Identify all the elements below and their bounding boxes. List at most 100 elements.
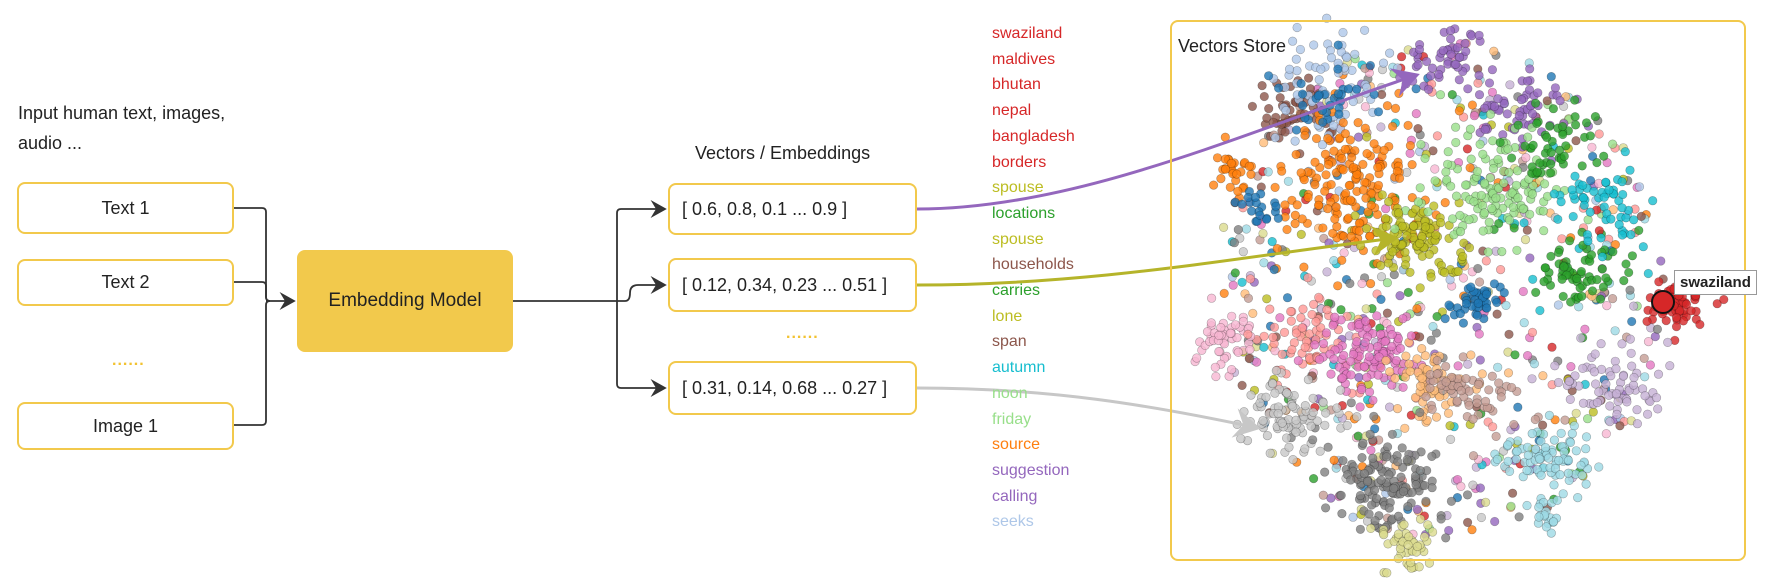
vector-point [1359, 25, 1370, 35]
vector-box-1: [ 0.6, 0.8, 0.1 ... 0.9 ] [668, 183, 917, 235]
vector-point [1671, 313, 1682, 323]
vector-point [1570, 95, 1580, 105]
vector-point [1216, 174, 1226, 184]
vector-point [1492, 297, 1502, 308]
vector-point [1350, 49, 1360, 59]
vector-point [1361, 193, 1371, 203]
vector-point [1579, 200, 1589, 210]
vector-point [1382, 101, 1392, 111]
vector-point [1561, 141, 1571, 151]
vector-point [1257, 80, 1267, 91]
vector-point [1439, 267, 1450, 278]
vector-point [1456, 481, 1466, 492]
vector-point [1355, 402, 1365, 412]
vector-point [1601, 429, 1611, 439]
vector-point [1473, 298, 1483, 308]
vector-point [1489, 101, 1500, 111]
vector-point [1455, 309, 1465, 319]
vector-point [1627, 316, 1637, 327]
vector-point [1507, 188, 1517, 198]
vector-point [1472, 166, 1482, 176]
vector-point [1712, 299, 1722, 309]
vector-point [1481, 289, 1492, 299]
vector-point [1426, 272, 1436, 282]
vector-point [1400, 247, 1410, 257]
vector-point [1435, 218, 1446, 228]
vector-point [1525, 209, 1535, 219]
vector-point [1522, 351, 1533, 361]
vector-point [1464, 243, 1475, 253]
vector-point [1652, 324, 1662, 334]
connector-image1 [234, 300, 271, 426]
vector-point [1442, 175, 1452, 185]
vector-point [1318, 339, 1329, 349]
vector-point [1489, 46, 1499, 56]
vector-point [1280, 200, 1290, 210]
vector-point [1617, 230, 1627, 240]
vector-point [1482, 303, 1492, 313]
connector-text1 [234, 207, 271, 302]
vector-point [1475, 355, 1485, 365]
vector-point [1391, 356, 1401, 366]
vector-point [1311, 317, 1321, 327]
vector-point [1233, 347, 1243, 357]
vector-point [1542, 132, 1552, 142]
vector-point [1219, 288, 1229, 299]
input-ellipsis: ...... [112, 352, 145, 369]
vector-point [1493, 154, 1503, 165]
vector-point [1509, 223, 1519, 233]
vector-point [1578, 180, 1588, 190]
vector-point [1300, 130, 1310, 141]
vector-point [1320, 186, 1330, 196]
vector-point [1513, 402, 1523, 412]
vector-point [1627, 251, 1637, 261]
vector-point [1485, 173, 1495, 183]
vector-point [1466, 154, 1476, 164]
vector-point [1576, 266, 1586, 277]
vector-point [1376, 272, 1387, 282]
vector-point [1528, 140, 1538, 150]
vector-point [1230, 268, 1240, 278]
vector-point [1411, 108, 1421, 119]
vector-point [1296, 313, 1306, 323]
vector-point [1535, 158, 1545, 168]
vector-point [1607, 139, 1618, 149]
vector-point [1645, 360, 1655, 370]
vector-point [1360, 102, 1370, 112]
vector-point [1353, 117, 1363, 128]
vectors-ellipsis: ...... [786, 325, 819, 342]
vector-point [1529, 359, 1539, 369]
vector-point [1460, 180, 1471, 190]
vector-point [1214, 330, 1224, 341]
vector-point [1192, 353, 1202, 363]
vector-point [1340, 144, 1350, 154]
vector-point [1261, 214, 1272, 224]
vector-point [1427, 63, 1437, 73]
connector-vec1 [616, 200, 667, 301]
input-item-text-2: Text 2 [17, 259, 234, 306]
vector-point [1508, 202, 1518, 212]
vector-point [1414, 44, 1425, 55]
vector-point [1313, 200, 1324, 210]
vector-point [1259, 138, 1269, 148]
vector-scatter-points [1190, 13, 1729, 578]
vector-point [1607, 294, 1618, 304]
vector-point [1255, 210, 1265, 220]
vector-point [1532, 118, 1542, 128]
vector-point [1308, 299, 1319, 310]
vector-point [1628, 301, 1639, 311]
vector-point [1499, 288, 1509, 298]
vector-point [1444, 300, 1454, 310]
vector-point [1259, 342, 1269, 352]
vector-box-2: [ 0.12, 0.34, 0.23 ... 0.51 ] [668, 258, 917, 312]
vector-point [1287, 345, 1297, 355]
vector-point [1626, 230, 1636, 240]
vector-point [1440, 198, 1450, 208]
vector-point [1237, 380, 1247, 391]
vector-point [1481, 256, 1491, 266]
vector-point [1308, 474, 1319, 484]
vector-point [1502, 109, 1512, 119]
vector-point [1295, 44, 1305, 55]
vector-point [1523, 132, 1533, 142]
vector-point [1467, 100, 1477, 110]
